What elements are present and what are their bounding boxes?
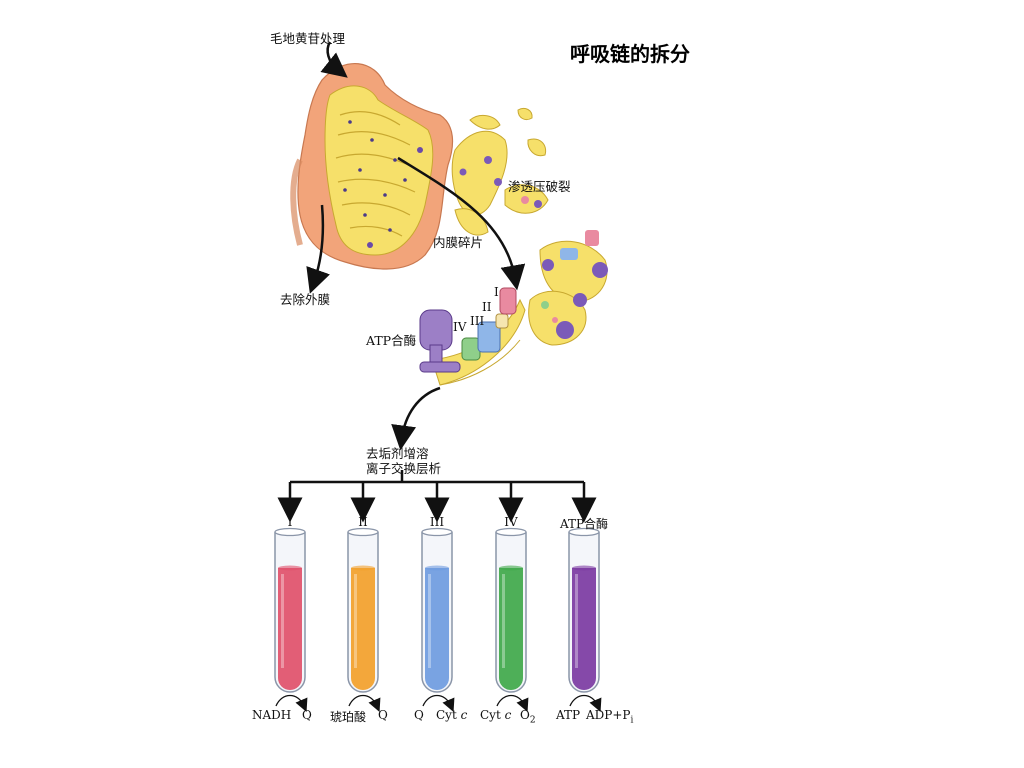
tube-label-atp-synthase: ATP合酶 (559, 517, 609, 531)
complex-iv-shape (461, 337, 481, 361)
test-tube-4 (495, 527, 527, 693)
complex-ii-shape (495, 313, 509, 329)
complex-numeral-i: I (494, 285, 499, 299)
rxn-ii-left: 琥珀酸 (330, 710, 367, 724)
test-tube-5 (568, 527, 600, 693)
reaction-arrow-2 (348, 694, 381, 712)
complex-numeral-iv: IV (453, 320, 467, 334)
complex-i-shape (499, 287, 517, 315)
test-tube-2 (347, 527, 379, 693)
tube-liquid-4 (499, 568, 523, 690)
rxn-i-left: NADH (252, 708, 292, 722)
arrow-to-detergent (391, 386, 441, 451)
complex-numeral-iii: III (470, 314, 485, 328)
tube-liquid-1 (278, 568, 302, 690)
osmotic-lysis-label: 渗透压破裂 (508, 179, 571, 194)
inner-fragments-label: 内膜碎片 (433, 235, 484, 250)
digitonin-label: 毛地黄苷处理 (270, 31, 346, 46)
tube-label-ii: II (358, 515, 368, 529)
rxn-ii-right: Q (378, 708, 388, 722)
reaction-arrow-3 (422, 694, 455, 712)
arrow-fragment-path (397, 156, 526, 291)
tube-liquid-2 (351, 568, 375, 690)
rxn-iv-right: O2 (520, 708, 536, 726)
test-tube-3 (421, 527, 453, 693)
tube-label-iv: IV (504, 515, 518, 529)
membrane-fragments (451, 107, 549, 236)
complex-numeral-ii: II (482, 300, 492, 314)
rxn-atp-left: ATP (556, 708, 581, 722)
remove-outer-label: 去除外膜 (280, 292, 331, 307)
mitochondrion-illustration (290, 63, 454, 270)
reaction-arrow-5 (569, 694, 602, 712)
membrane-fragment-with-complexes (419, 287, 526, 386)
tube-label-iii: III (429, 515, 445, 529)
rxn-iv-left: Cyt c (480, 708, 512, 722)
arrow-remove-outer (306, 204, 330, 294)
detergent-label-1: 去垢剂增溶 (366, 446, 429, 461)
test-tube-1 (274, 527, 306, 693)
rxn-i-right: Q (302, 708, 312, 722)
arrow-digitonin (320, 41, 348, 78)
tube-liquid-3 (425, 568, 449, 690)
page-title: 呼吸链的拆分 (570, 42, 690, 66)
atp-synthase-shape (419, 309, 453, 351)
complex-iii-shape (477, 321, 501, 353)
tube-liquid-5 (572, 568, 596, 690)
inner-membrane-vesicles (528, 230, 608, 346)
reaction-arrow-4 (496, 694, 529, 712)
reaction-arcs (275, 694, 602, 712)
tube-label-i: I (287, 515, 293, 529)
rxn-iii-left: Q (414, 708, 424, 722)
distribution-bracket (277, 470, 597, 523)
test-tubes (274, 527, 600, 693)
rxn-atp-right: ADP+Pi (586, 708, 634, 726)
rxn-iii-right: Cyt c (436, 708, 468, 722)
detergent-label-2: 离子交换层析 (366, 461, 442, 476)
atp-synthase-label: ATP合酶 (366, 333, 417, 348)
reaction-arrow-1 (275, 694, 308, 712)
